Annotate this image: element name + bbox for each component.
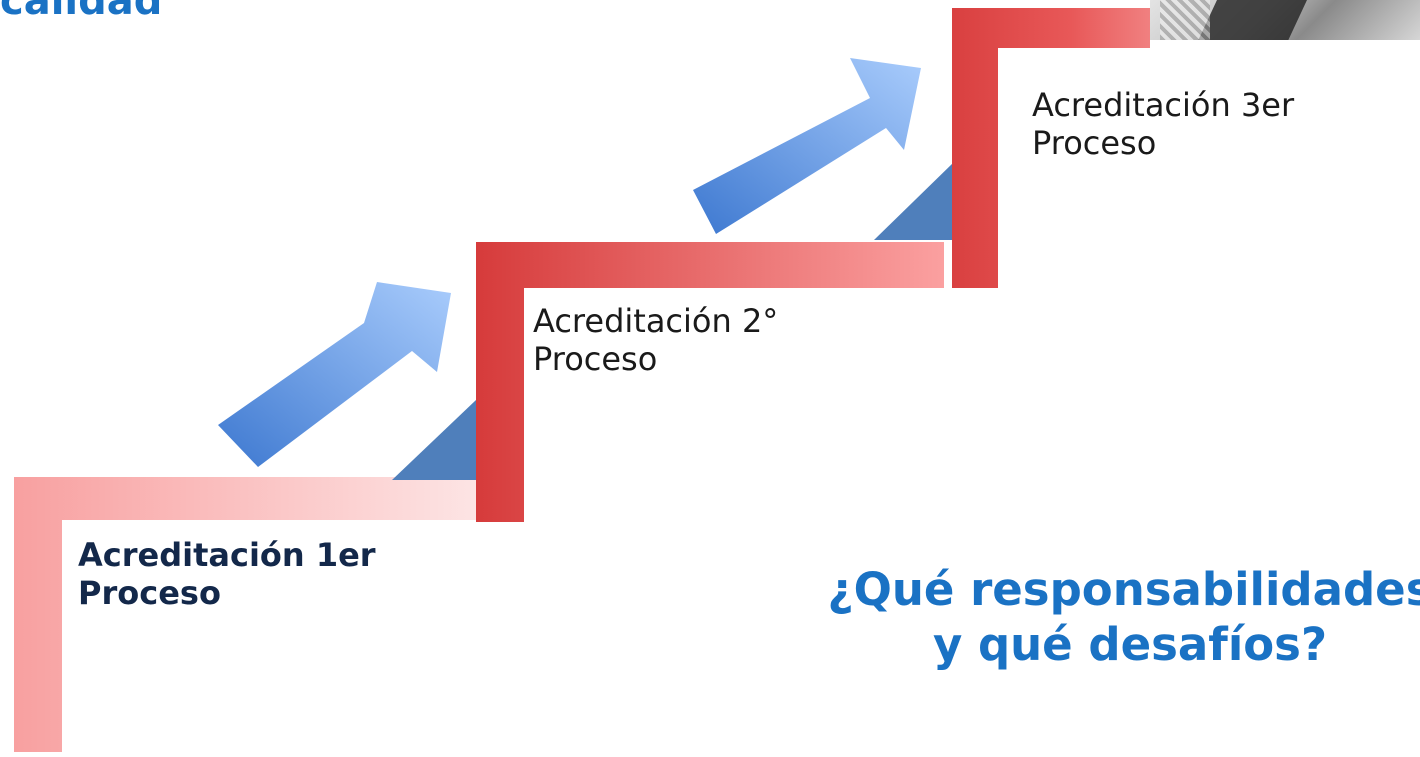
step-3-line1: Acreditación 3er — [1032, 86, 1295, 124]
corner-photo — [1150, 0, 1420, 40]
arrow-icon — [693, 58, 921, 234]
question-line1: ¿Qué responsabilidades — [827, 563, 1420, 616]
step-2-label: Acreditación 2° Proceso — [533, 302, 893, 378]
step-3-shape — [952, 8, 1150, 288]
question-text: ¿Qué responsabilidades y qué desafíos? — [780, 562, 1420, 672]
step-1-line1: Acreditación 1er — [78, 536, 376, 574]
question-line2: y qué desafíos? — [932, 618, 1328, 671]
step-3-label: Acreditación 3er Proceso — [1032, 86, 1412, 162]
ramp-triangle-2 — [874, 162, 954, 240]
step-1-shape — [14, 477, 488, 752]
ramp-triangle-1 — [392, 400, 476, 480]
arrow-icon — [218, 282, 451, 467]
step-2-shape — [476, 242, 944, 522]
step-2-line1: Acreditación 2° — [533, 302, 779, 340]
step-1-line2: Proceso — [78, 574, 221, 612]
step-2-line2: Proceso — [533, 340, 658, 378]
step-1-label: Acreditación 1er Proceso — [78, 536, 478, 612]
page-title: calidad — [0, 0, 163, 24]
step-3-line2: Proceso — [1032, 124, 1157, 162]
